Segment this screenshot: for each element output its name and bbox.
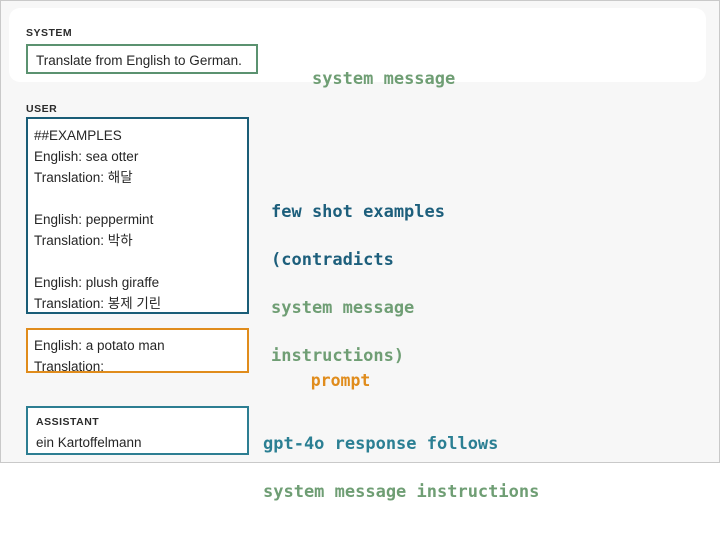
assistant-annotation-line1: gpt-4o response follows — [263, 434, 499, 454]
prompt-annotation-text: prompt — [310, 371, 371, 390]
system-message-box[interactable]: Translate from English to German. — [26, 44, 258, 74]
assistant-section-label: ASSISTANT — [36, 416, 100, 428]
few-shot-annotation-line2: (contradicts — [271, 250, 394, 270]
assistant-annotation-line2: system message instructions — [263, 482, 540, 502]
user-section-label: USER — [26, 103, 58, 115]
system-message-text: Translate from English to German. — [36, 53, 242, 68]
system-card: SYSTEM Translate from English to German. — [9, 8, 706, 82]
page-canvas: SYSTEM Translate from English to German.… — [0, 0, 720, 502]
user-examples-text: ##EXAMPLES English: sea otter Translatio… — [34, 128, 162, 311]
assistant-box[interactable]: ASSISTANT ein Kartoffelmann — [26, 406, 249, 455]
prompt-text: English: a potato man Translation: — [34, 338, 165, 374]
assistant-message-text: ein Kartoffelmann — [36, 435, 142, 450]
few-shot-annotation-line3: system message — [271, 298, 415, 318]
user-examples-box[interactable]: ##EXAMPLES English: sea otter Translatio… — [26, 117, 249, 314]
system-annotation: system message — [271, 43, 455, 115]
system-annotation-text: system message — [311, 69, 456, 89]
prompt-annotation: prompt — [271, 345, 371, 417]
system-section-label: SYSTEM — [26, 27, 73, 39]
few-shot-annotation-line4: instructions) — [271, 346, 405, 366]
assistant-annotation: gpt-4o response follows system message i… — [263, 408, 539, 552]
few-shot-annotation: few shot examples (contradicts system me… — [271, 176, 445, 416]
prompt-box[interactable]: English: a potato man Translation: — [26, 328, 249, 374]
few-shot-annotation-line1: few shot examples — [271, 202, 445, 222]
